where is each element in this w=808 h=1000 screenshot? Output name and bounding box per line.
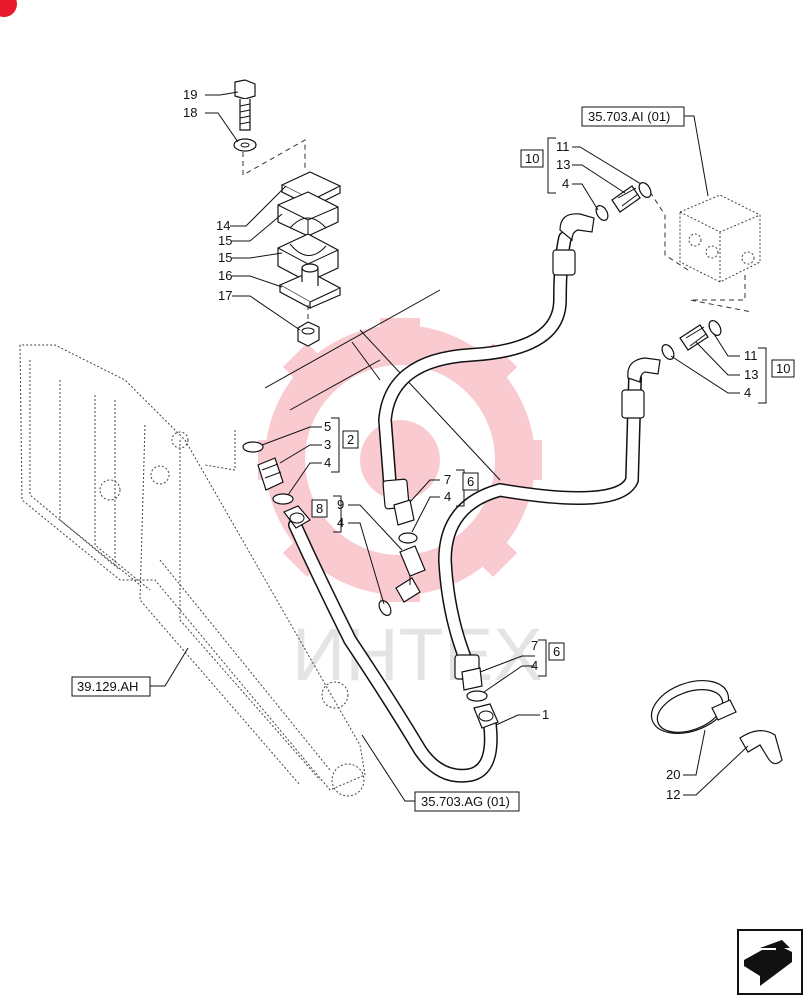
callout-4c: 4	[324, 455, 331, 470]
section-lines	[264, 289, 501, 481]
callout-19: 19	[183, 87, 197, 102]
callout-15a: 15	[218, 233, 232, 248]
box-callout-2: 2	[347, 432, 354, 447]
washer-18	[233, 138, 257, 152]
callout-4f: 4	[531, 658, 538, 673]
corner-badge-icon	[0, 0, 17, 17]
callout-4b: 4	[744, 385, 751, 400]
reference-boxes: 35.703.AI (01) 39.129.AH 35.703.AG (01)	[71, 106, 685, 812]
callout-4a: 4	[562, 176, 569, 191]
box-callout-10a: 10	[525, 151, 539, 166]
callout-9: 9	[337, 497, 344, 512]
hoses	[288, 213, 661, 783]
callout-7b: 7	[531, 638, 538, 653]
callout-20: 20	[666, 767, 680, 782]
box-callout-10b: 10	[776, 361, 790, 376]
callout-5: 5	[324, 419, 331, 434]
clamp-half-15-lower	[277, 233, 339, 283]
valve-block	[649, 191, 761, 313]
leader-lines	[150, 91, 749, 802]
ref-top-right: 35.703.AI (01)	[588, 109, 670, 124]
callout-14: 14	[216, 218, 230, 233]
ref-left: 39.129.AH	[77, 679, 138, 694]
next-page-arrow-icon[interactable]	[737, 929, 803, 995]
callout-18: 18	[183, 105, 197, 120]
callouts: 19 18 14 15 15 16 17 11 13 4 11 13 4 5 3…	[183, 87, 758, 802]
watermark-logo	[258, 318, 542, 602]
clamp-assembly	[233, 79, 342, 347]
boom-outline	[19, 344, 366, 797]
callout-12: 12	[666, 787, 680, 802]
callout-11b: 11	[744, 348, 758, 363]
box-callout-6b: 6	[553, 644, 560, 659]
hose-clamp	[650, 680, 783, 765]
callout-3: 3	[324, 437, 331, 452]
callout-11a: 11	[556, 139, 570, 154]
fittings	[242, 182, 722, 729]
boxed-callouts: 10 10 2 6 8 6	[311, 149, 795, 661]
callout-7a: 7	[444, 472, 451, 487]
watermark-text: ИНТЕХ	[292, 613, 543, 696]
callout-16: 16	[218, 268, 232, 283]
callout-4d: 4	[444, 489, 451, 504]
ref-bottom: 35.703.AG (01)	[421, 794, 510, 809]
box-callout-8: 8	[316, 501, 323, 516]
box-callout-6a: 6	[467, 474, 474, 489]
callout-4e: 4	[337, 515, 344, 530]
callout-13b: 13	[744, 367, 758, 382]
callout-17: 17	[218, 288, 232, 303]
callout-1: 1	[542, 707, 549, 722]
callout-13a: 13	[556, 157, 570, 172]
callout-15b: 15	[218, 250, 232, 265]
bolt-19	[234, 79, 256, 100]
